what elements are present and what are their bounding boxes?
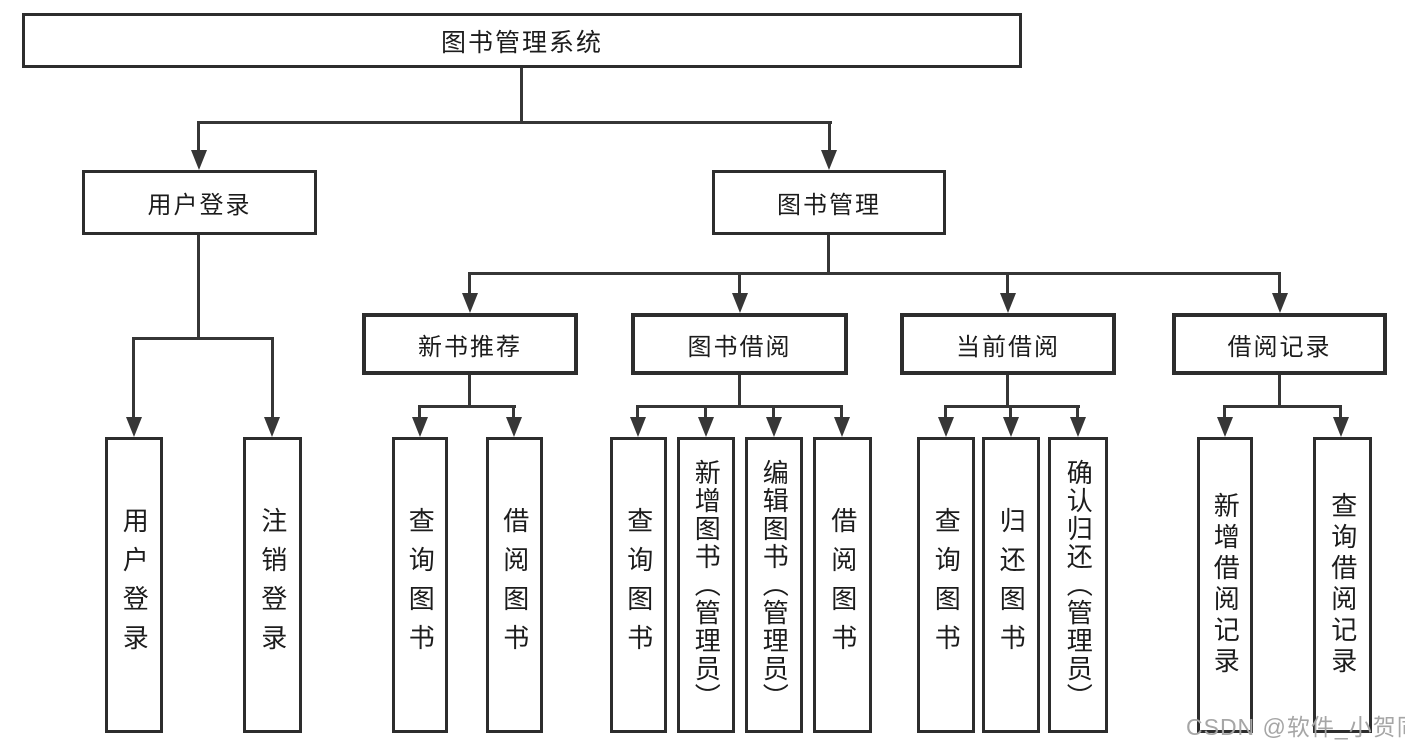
connector-line	[418, 405, 421, 419]
connector-line	[1223, 405, 1226, 419]
arrowhead	[698, 417, 714, 437]
connector-line	[197, 121, 832, 124]
leaf-label: 新增借阅记录	[1210, 492, 1241, 678]
node-book-borrow: 图书借阅	[631, 313, 848, 375]
connector-line	[468, 272, 1281, 275]
connector-line	[197, 121, 200, 152]
connector-line	[1278, 375, 1281, 408]
connector-line	[418, 405, 516, 408]
connector-line	[132, 337, 135, 419]
connector-line	[636, 405, 843, 408]
node-label: 图书管理系统	[440, 28, 603, 57]
connector-line	[1076, 405, 1079, 419]
connector-line	[468, 375, 471, 408]
arrowhead	[1217, 417, 1233, 437]
node-borrow-records: 借阅记录	[1172, 313, 1387, 375]
connector-line	[520, 68, 523, 124]
leaf-borrow-books-recommend: 借阅图书	[486, 437, 543, 733]
connector-line	[1006, 272, 1009, 295]
leaf-label: 查询图书	[623, 507, 654, 663]
connector-line	[1339, 405, 1342, 419]
connector-line	[468, 272, 471, 295]
arrowhead	[126, 417, 142, 437]
arrowhead	[630, 417, 646, 437]
leaf-user-login: 用户登录	[105, 437, 163, 733]
arrowhead	[191, 150, 207, 170]
leaf-label: 用户登录	[119, 507, 150, 663]
leaf-return-books: 归还图书	[982, 437, 1040, 733]
node-new-book-recommend: 新书推荐	[362, 313, 578, 375]
leaf-label: 编辑图书（管理员）	[759, 459, 790, 711]
node-label: 图书管理	[777, 192, 881, 219]
arrowhead	[1003, 417, 1019, 437]
connector-line	[197, 235, 200, 340]
node-user-login-group: 用户登录	[82, 170, 317, 235]
arrowhead	[834, 417, 850, 437]
arrowhead	[732, 293, 748, 313]
leaf-query-books-borrow: 查询图书	[610, 437, 667, 733]
arrowhead	[264, 417, 280, 437]
connector-line	[1223, 405, 1342, 408]
node-label: 借阅记录	[1227, 333, 1332, 361]
connector-line	[840, 405, 843, 419]
leaf-logout: 注销登录	[243, 437, 302, 733]
connector-line	[944, 405, 1080, 408]
arrowhead	[1272, 293, 1288, 313]
node-label: 新书推荐	[418, 333, 522, 361]
node-label: 图书借阅	[687, 333, 792, 361]
leaf-query-books-recommend: 查询图书	[392, 437, 448, 733]
connector-line	[1006, 375, 1009, 408]
leaf-query-books-current: 查询图书	[917, 437, 975, 733]
arrowhead	[412, 417, 428, 437]
watermark-text: CSDN @软件_小贺同学	[1186, 714, 1405, 740]
connector-line	[512, 405, 515, 419]
leaf-label: 借阅图书	[499, 507, 530, 663]
connector-line	[828, 121, 831, 152]
leaf-query-borrow-record: 查询借阅记录	[1313, 437, 1372, 733]
leaf-label: 确认归还（管理员）	[1063, 459, 1094, 711]
leaf-edit-books-admin: 编辑图书（管理员）	[745, 437, 803, 733]
connector-line	[704, 405, 707, 419]
connector-line	[636, 405, 639, 419]
leaf-label: 新增图书（管理员）	[691, 459, 722, 711]
arrowhead	[462, 293, 478, 313]
node-system-root: 图书管理系统	[22, 13, 1022, 68]
connector-line	[1278, 272, 1281, 295]
leaf-label: 借阅图书	[827, 507, 858, 663]
leaf-confirm-return-admin: 确认归还（管理员）	[1048, 437, 1108, 733]
leaf-add-borrow-record: 新增借阅记录	[1197, 437, 1253, 733]
arrowhead	[506, 417, 522, 437]
node-label: 用户登录	[147, 192, 252, 219]
leaf-label: 查询图书	[405, 507, 436, 663]
connector-line	[944, 405, 947, 419]
arrowhead	[766, 417, 782, 437]
leaf-label: 归还图书	[996, 507, 1027, 663]
leaf-add-books-admin: 新增图书（管理员）	[677, 437, 735, 733]
node-book-management: 图书管理	[712, 170, 946, 235]
arrowhead	[1070, 417, 1086, 437]
arrowhead	[938, 417, 954, 437]
arrowhead	[821, 150, 837, 170]
arrowhead	[1333, 417, 1349, 437]
connector-line	[1009, 405, 1012, 419]
node-label: 当前借阅	[956, 333, 1060, 361]
leaf-label: 查询图书	[931, 507, 962, 663]
leaf-label: 查询借阅记录	[1327, 492, 1358, 678]
connector-line	[772, 405, 775, 419]
connector-line	[271, 337, 274, 419]
leaf-label: 注销登录	[257, 507, 288, 663]
leaf-borrow-books: 借阅图书	[813, 437, 872, 733]
connector-line	[132, 337, 274, 340]
connector-line	[738, 375, 741, 408]
connector-line	[738, 272, 741, 295]
arrowhead	[1000, 293, 1016, 313]
node-current-borrow: 当前借阅	[900, 313, 1116, 375]
connector-line	[827, 235, 830, 275]
